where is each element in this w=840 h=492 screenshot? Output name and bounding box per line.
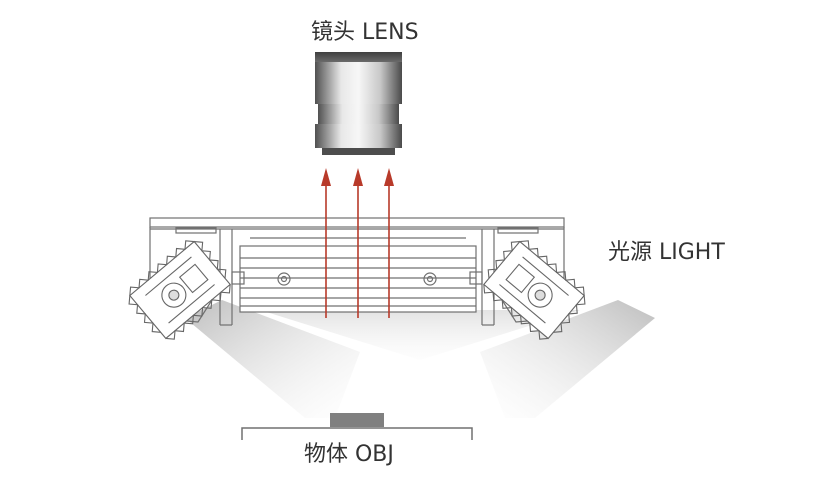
housing-top-frame [149, 217, 565, 228]
beam-left [185, 300, 360, 418]
object-label: 物体 OBJ [304, 442, 394, 467]
lens-label: 镜头 LENS [311, 20, 419, 45]
light-path-arrows [321, 168, 394, 318]
lens [315, 52, 402, 155]
object [241, 413, 473, 440]
beam-right [480, 300, 655, 418]
led-module-left [128, 240, 231, 340]
beam-center [260, 310, 580, 360]
arrow-left [321, 168, 331, 318]
light-source-label: 光源 LIGHT [608, 240, 725, 265]
screw-right [423, 272, 437, 286]
arrow-right [384, 168, 394, 318]
led-module-right [483, 240, 586, 340]
arrow-center [353, 168, 363, 318]
object-stage [241, 427, 473, 440]
screw-left [277, 272, 291, 286]
light-beams [185, 300, 655, 418]
object-block [330, 413, 384, 427]
